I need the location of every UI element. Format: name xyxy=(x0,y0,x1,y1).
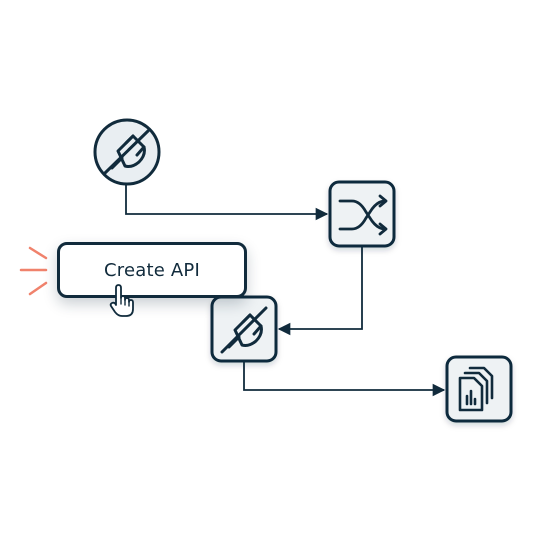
report-node[interactable] xyxy=(445,355,513,423)
edge-plug-to-report xyxy=(243,362,446,397)
shuffle-icon xyxy=(338,194,388,236)
plug-icon xyxy=(103,129,150,175)
create-api-button[interactable]: Create API xyxy=(57,242,247,298)
shuffle-node[interactable] xyxy=(328,180,396,248)
edge-source-to-shuffle xyxy=(125,185,329,221)
source-plug-node[interactable] xyxy=(93,118,161,186)
edge-shuffle-to-plug xyxy=(277,246,363,336)
plug-icon xyxy=(220,306,268,354)
hand-cursor-icon xyxy=(109,284,134,317)
documents-chart-icon xyxy=(458,366,494,412)
connector-lines xyxy=(125,185,446,397)
click-burst-icon xyxy=(19,246,48,296)
connector-plug-node[interactable] xyxy=(210,295,278,363)
